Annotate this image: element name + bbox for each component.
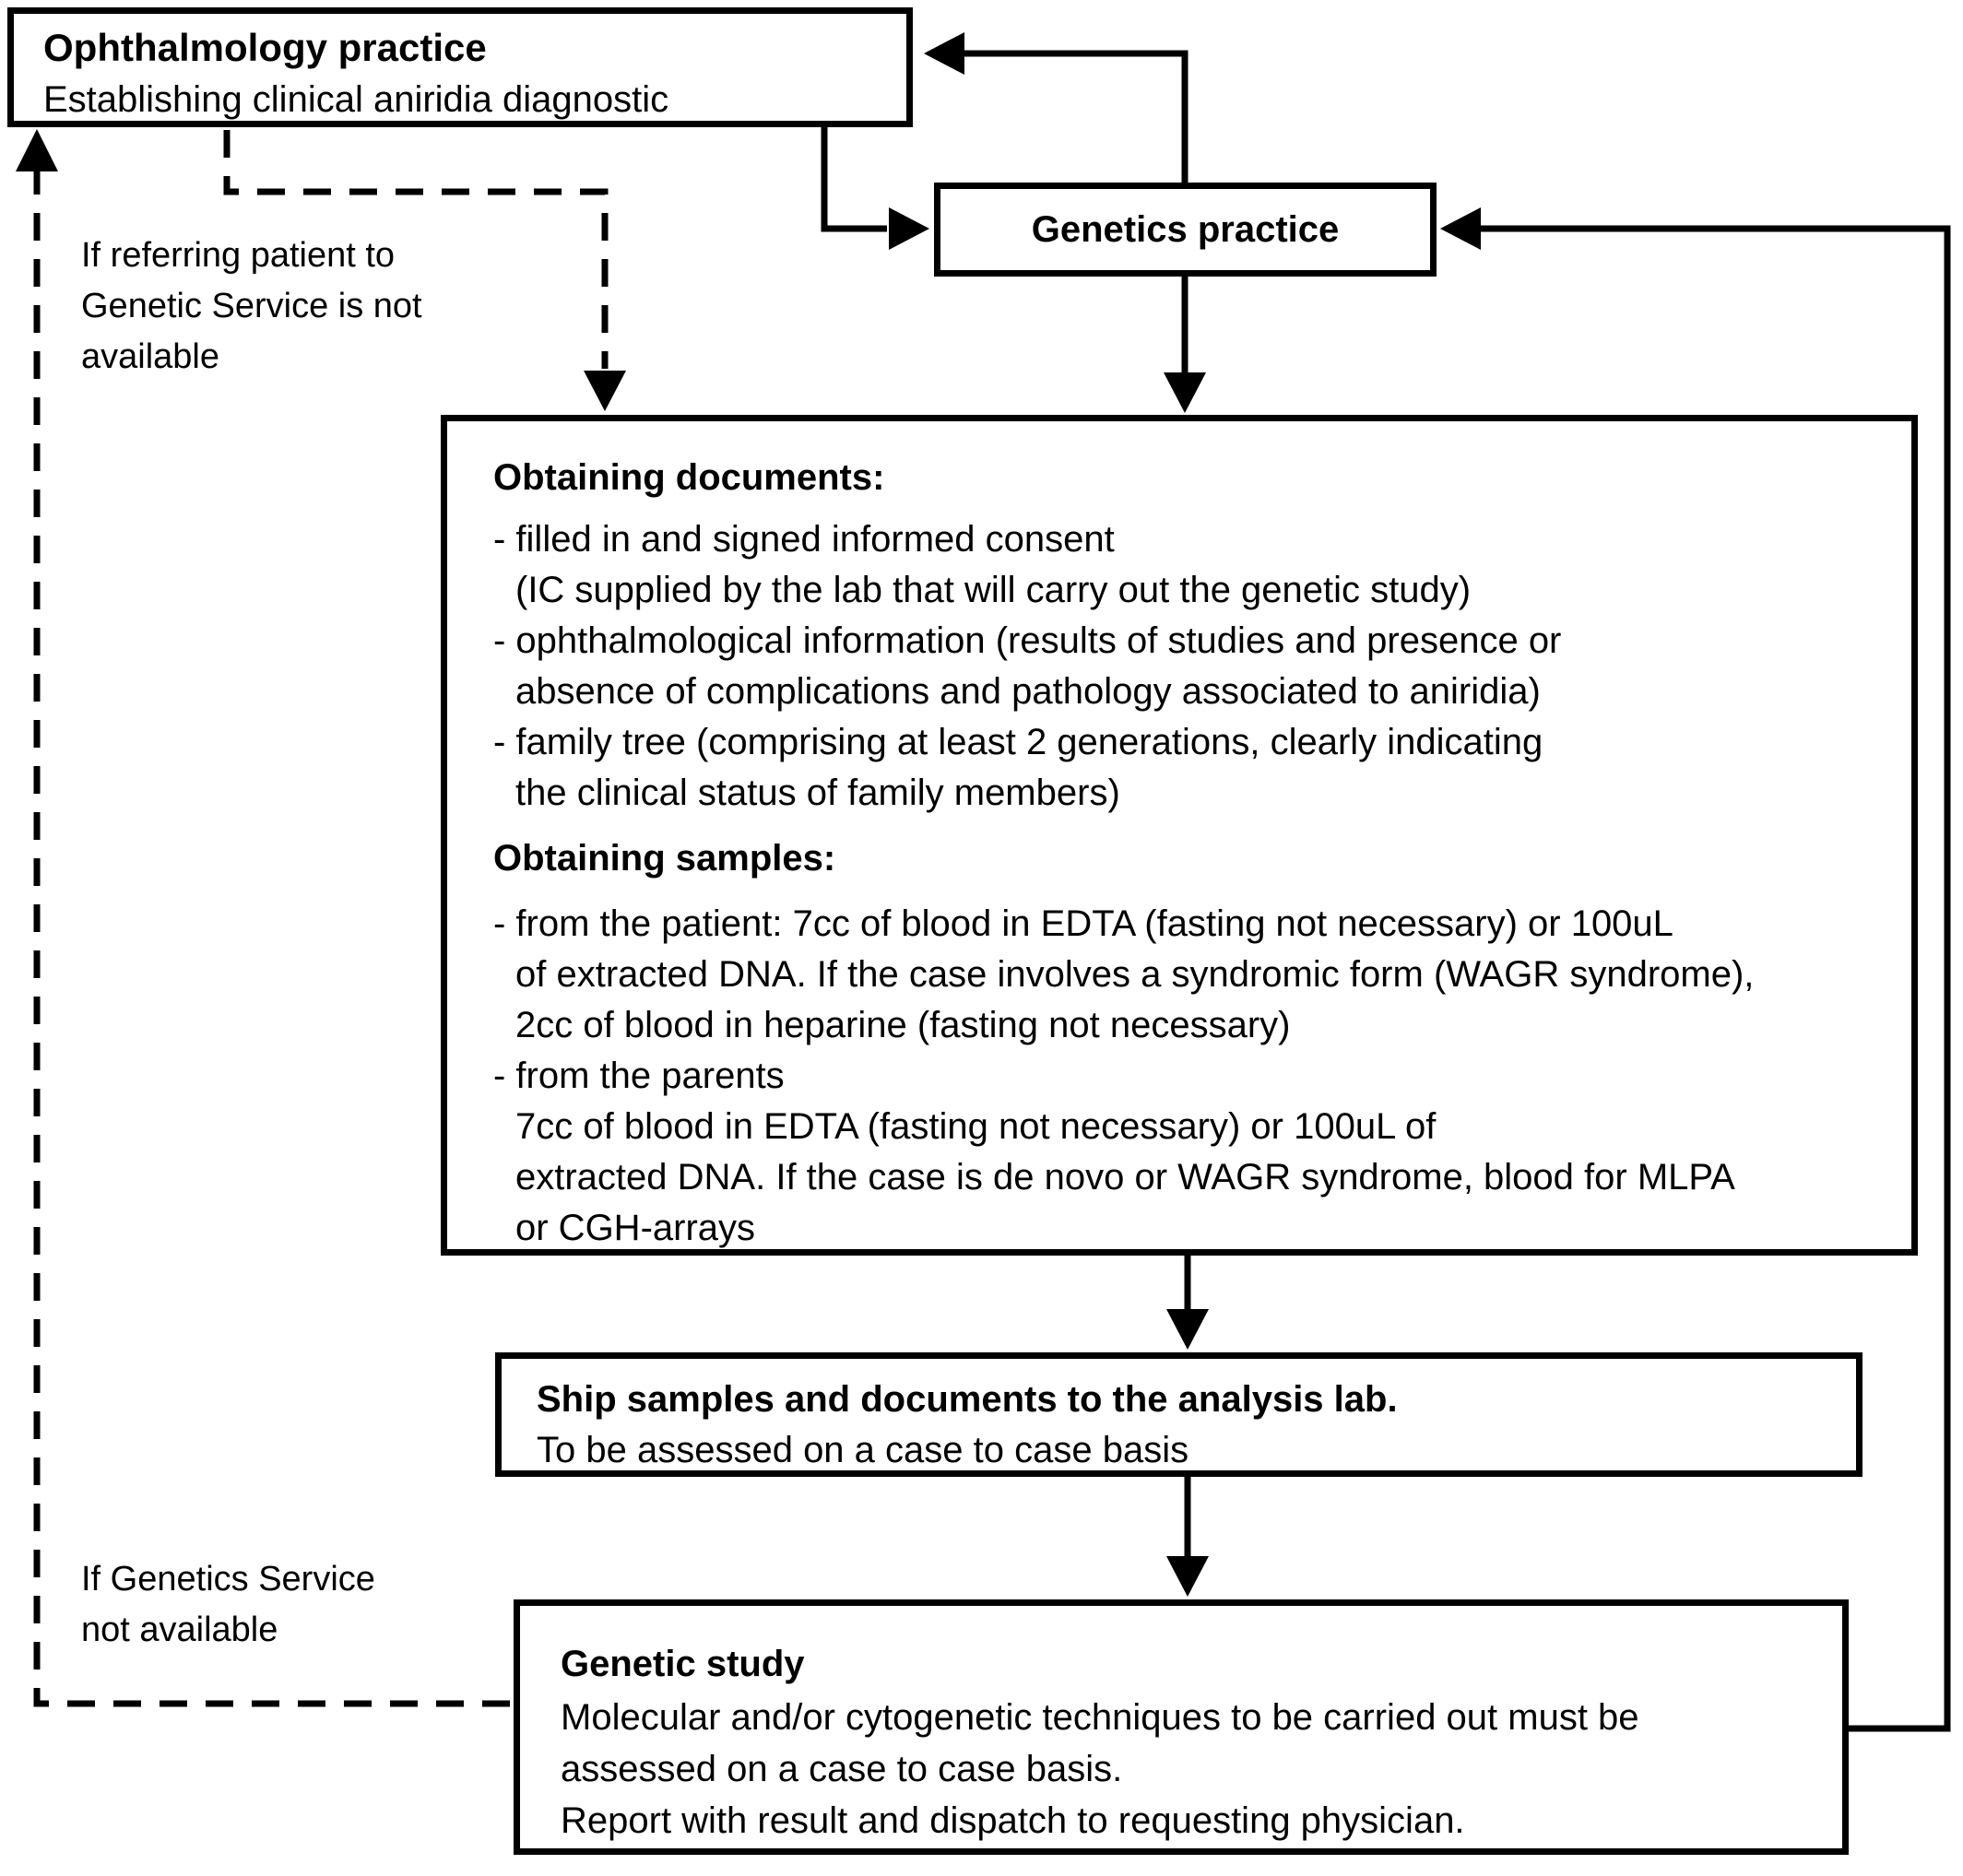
arrow-genetics-to-obtaining	[1164, 277, 1206, 413]
referring-note: If referring patient to Genetic Service …	[81, 230, 422, 383]
dashed-referral-bypass	[223, 130, 609, 369]
referring-note-line: available	[81, 337, 219, 376]
arrow-study-to-genetics-feedback	[1440, 207, 1951, 1732]
study-line: Molecular and/or cytogenetic techniques …	[561, 1697, 1639, 1738]
sample-item: or CGH-arrays	[515, 1208, 756, 1248]
arrowhead-down-icon	[1164, 372, 1206, 413]
genetics-unavailable-line: If Genetics Service	[81, 1560, 375, 1599]
document-item: - family tree (comprising at least 2 gen…	[493, 722, 1543, 762]
document-item: - filled in and signed informed consent	[493, 519, 1115, 560]
sample-item: - from the parents	[493, 1056, 785, 1096]
document-item: - ophthalmological information (results …	[493, 620, 1562, 661]
referring-note-line: Genetic Service is not	[81, 287, 422, 325]
arrow-obtaining-to-ship	[1166, 1256, 1209, 1350]
referring-note-line: If referring patient to	[81, 236, 396, 275]
genetics-unavailable-line: not available	[81, 1611, 278, 1649]
arrow-ophthalmology-to-genetics	[821, 127, 929, 250]
arrowhead-up-icon	[16, 129, 58, 171]
ship-samples-box: Ship samples and documents to the analys…	[495, 1352, 1862, 1477]
arrowhead-right-icon	[889, 207, 929, 250]
ship-subtitle: To be assessed on a case to case basis	[537, 1430, 1189, 1470]
document-item: (IC supplied by the lab that will carry …	[515, 570, 1472, 610]
sample-item: - from the patient: 7cc of blood in EDTA…	[493, 903, 1673, 944]
genetics-practice-box: Genetics practice	[934, 183, 1437, 277]
study-title: Genetic study	[561, 1644, 805, 1684]
arrow-ship-to-study	[1166, 1477, 1209, 1597]
study-line: assessed on a case to case basis.	[561, 1749, 1123, 1789]
sample-item: extracted DNA. If the case is de novo or…	[515, 1157, 1735, 1198]
ophthalmology-title: Ophthalmology practice	[43, 26, 487, 69]
ophthalmology-practice-box: Ophthalmology practice Establishing clin…	[7, 7, 913, 127]
arrowhead-down-icon	[584, 371, 626, 411]
dashed-return-to-ophthalmology	[33, 171, 510, 1707]
arrowhead-left-icon	[924, 32, 964, 75]
obtaining-samples-heading: Obtaining samples:	[493, 838, 836, 879]
arrowhead-down-icon	[1166, 1309, 1209, 1350]
document-item: the clinical status of family members)	[515, 773, 1120, 813]
arrowhead-left-icon	[1440, 207, 1481, 250]
genetics-unavailable-note: If Genetics Service not available	[81, 1554, 375, 1656]
study-line: Report with result and dispatch to reque…	[561, 1800, 1465, 1841]
ophthalmology-subtitle: Establishing clinical aniridia diagnosti…	[43, 79, 669, 120]
sample-item: 2cc of blood in heparine (fasting not ne…	[515, 1005, 1291, 1045]
arrow-genetics-to-ophthalmology	[924, 32, 1188, 183]
sample-item: of extracted DNA. If the case involves a…	[515, 954, 1755, 995]
sample-item: 7cc of blood in EDTA (fasting not necess…	[515, 1106, 1437, 1147]
ship-title: Ship samples and documents to the analys…	[537, 1379, 1398, 1420]
genetic-study-box: Genetic study Molecular and/or cytogenet…	[514, 1599, 1849, 1855]
obtaining-box: Obtaining documents: - filled in and sig…	[441, 415, 1918, 1256]
obtaining-documents-heading: Obtaining documents:	[493, 457, 885, 498]
document-item: absence of complications and pathology a…	[515, 671, 1541, 712]
arrowhead-down-icon	[1166, 1556, 1209, 1597]
genetics-title: Genetics practice	[1031, 208, 1340, 250]
